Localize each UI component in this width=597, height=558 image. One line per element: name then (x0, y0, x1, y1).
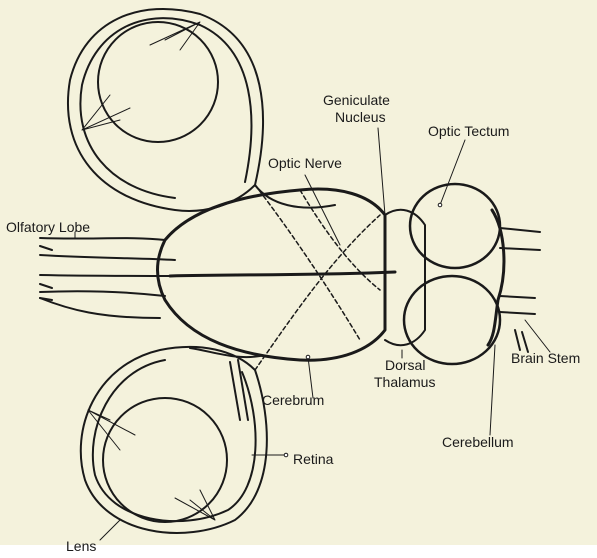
label-olfactory-lobe: Olfatory Lobe (6, 219, 90, 235)
lower-eyeball-outline (81, 347, 267, 533)
lower-lens-fibers (88, 410, 215, 520)
cerebrum-midline (170, 272, 395, 276)
leader-optic-nerve (305, 175, 340, 245)
label-geniculate-line1: Geniculate (323, 92, 390, 108)
label-optic-nerve: Optic Nerve (268, 155, 342, 171)
label-dorsal-thalamus-line1: Dorsal (385, 357, 425, 373)
upper-retina-line (80, 18, 251, 198)
upper-lens (98, 22, 218, 142)
upper-lens-fibers (82, 22, 200, 130)
optic-chiasm (255, 185, 380, 370)
upper-eye (68, 9, 335, 211)
optic-tectum-lower (404, 276, 500, 364)
leader-geniculate (378, 128, 385, 215)
lower-lens (103, 398, 227, 522)
leader-cerebellum (490, 345, 495, 435)
label-retina: Retina (293, 451, 333, 467)
lower-eye (81, 347, 267, 533)
label-geniculate-line2: Nucleus (335, 109, 386, 125)
label-cerebellum: Cerebellum (442, 434, 514, 450)
label-optic-tectum: Optic Tectum (428, 123, 509, 139)
lower-retina-line (93, 360, 256, 521)
brain-stem (500, 228, 540, 352)
label-brain-stem: Brain Stem (511, 350, 580, 366)
label-cerebrum: Cerebrum (262, 392, 324, 408)
marker-dots (284, 203, 442, 457)
leader-optic-tectum (440, 140, 465, 205)
optic-tectum-upper (410, 184, 500, 268)
cerebellum (488, 210, 504, 345)
label-lens: Lens (66, 538, 96, 554)
leader-brain-stem (525, 320, 550, 352)
label-dorsal-thalamus-line2: Thalamus (374, 374, 435, 390)
leader-lens (100, 520, 120, 540)
